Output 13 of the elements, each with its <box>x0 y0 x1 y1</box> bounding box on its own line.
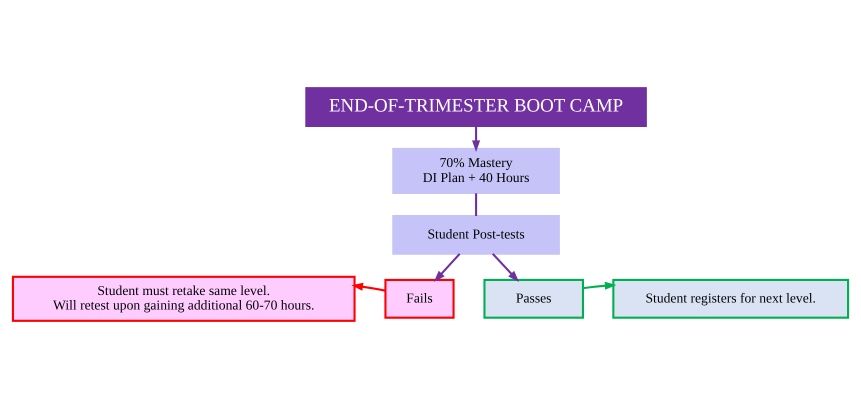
connector <box>475 192 478 216</box>
arrow <box>434 252 460 282</box>
node-box: END-OF-TRIMESTER BOOT CAMP <box>305 86 647 126</box>
arrow <box>583 281 616 290</box>
node-box: Passes <box>483 278 584 318</box>
node-box: Student registers for next level. <box>612 278 850 318</box>
node-box: Student must retake same level. Will retest upon gaining additional 60-70 hours. <box>12 275 356 322</box>
arrow <box>492 252 520 282</box>
node-box: 70% Mastery DI Plan + 40 Hours <box>392 147 560 194</box>
arrow <box>472 125 480 152</box>
node-box: Student Post-tests <box>392 214 560 254</box>
arrow <box>351 282 386 292</box>
node-box: Fails <box>384 278 455 318</box>
